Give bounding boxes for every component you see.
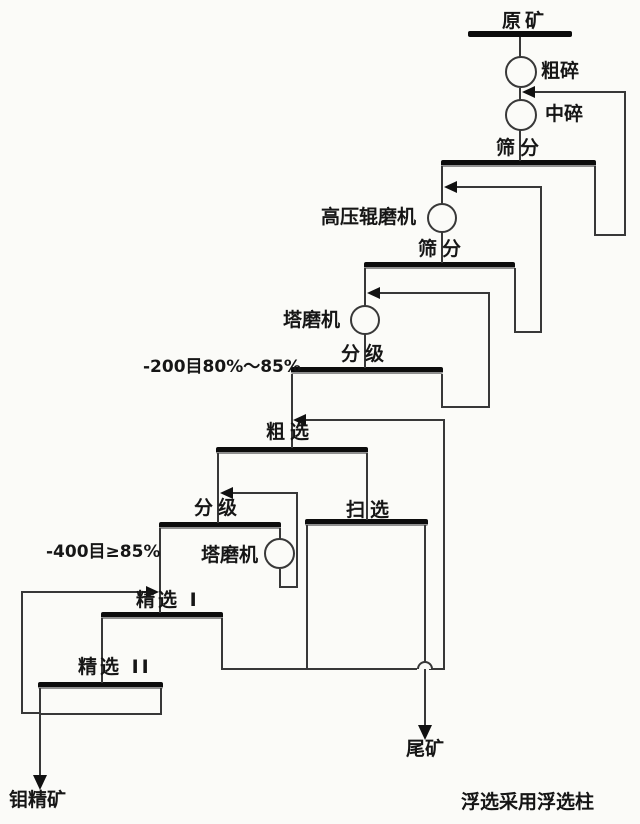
label-cleaning-1: 精选 I — [136, 589, 200, 611]
label-tower-mill-2: 塔磨机 — [201, 544, 259, 566]
arrowhead — [220, 487, 233, 499]
label-grind-fineness-2: -400目≥85% — [46, 542, 161, 562]
label-classification-1: 分级 — [341, 343, 390, 365]
label-medium-crushing: 中碎 — [545, 103, 584, 125]
recycle-line — [279, 586, 298, 588]
flow-line — [217, 453, 219, 523]
arrowhead — [444, 181, 457, 193]
collector-line — [221, 668, 417, 670]
cell-outline — [160, 688, 162, 715]
cell-outline — [39, 688, 41, 715]
flow-line — [279, 528, 281, 539]
label-cleaning-2: 精选 II — [78, 656, 152, 678]
flow-line — [291, 374, 293, 448]
cell-outline — [39, 713, 162, 715]
recycle-line — [21, 591, 147, 593]
flow-line — [221, 618, 223, 670]
hpgr-circle — [427, 203, 457, 233]
unit-bar-raw-ore-feed — [468, 31, 572, 37]
tailings-line — [424, 525, 426, 730]
label-coarse-crushing: 粗碎 — [541, 60, 580, 82]
recycle-line — [441, 406, 490, 408]
flow-line — [519, 37, 521, 57]
arrowhead — [33, 775, 47, 790]
flow-line — [519, 88, 521, 100]
unit-bar-screening-1 — [441, 160, 596, 167]
label-scavenging: 扫选 — [346, 499, 395, 521]
recycle-line — [226, 492, 298, 494]
flow-line — [364, 268, 366, 306]
recycle-line — [21, 591, 23, 714]
recycle-line — [299, 419, 445, 421]
label-grind-fineness-1: -200目80%～85% — [143, 357, 301, 377]
unit-bar-roughing — [216, 447, 368, 454]
flow-line — [101, 618, 103, 683]
flow-line — [441, 166, 443, 204]
medium-crusher-circle — [505, 99, 537, 131]
arrowhead — [367, 287, 380, 299]
recycle-line — [540, 186, 542, 333]
recycle-line — [441, 374, 443, 408]
label-moly-concentrate: 钼精矿 — [9, 789, 67, 811]
concentrate-line — [39, 713, 41, 778]
recycle-line — [514, 268, 516, 333]
recycle-line — [594, 234, 626, 236]
label-hpgr: 高压辊磨机 — [321, 206, 417, 228]
recycle-line — [488, 292, 490, 408]
arrowhead — [418, 725, 432, 740]
tower-mill-1-circle — [350, 305, 380, 335]
arrowhead — [293, 414, 306, 426]
flow-line — [306, 525, 308, 670]
coarse-crusher-circle — [505, 56, 537, 88]
flow-line — [366, 453, 368, 520]
recycle-line — [514, 331, 542, 333]
flotation-note: 浮选采用浮选柱 — [461, 791, 595, 813]
label-roughing: 粗选 — [266, 421, 315, 443]
label-screening-2: 筛分 — [418, 238, 467, 260]
unit-bar-cleaning-1 — [101, 612, 223, 619]
collector-line — [429, 668, 445, 670]
recycle-line — [450, 186, 542, 188]
arrowhead — [522, 86, 535, 98]
recycle-line — [373, 292, 490, 294]
recycle-line — [624, 91, 626, 236]
flow-line — [364, 334, 366, 368]
recycle-line — [296, 493, 298, 588]
unit-bar-screening-2 — [364, 262, 515, 269]
recycle-line — [526, 91, 626, 93]
arrowhead — [146, 586, 159, 598]
unit-bar-classification-1 — [291, 367, 443, 374]
label-raw-ore: 原矿 — [502, 10, 549, 32]
unit-bar-scavenging — [305, 519, 428, 526]
unit-bar-cleaning-2 — [38, 682, 163, 689]
label-classification-2: 分级 — [194, 497, 243, 519]
flow-line — [441, 232, 443, 263]
line-crossing-hop — [417, 661, 433, 669]
label-tower-mill-1: 塔磨机 — [283, 309, 341, 331]
flow-line — [159, 528, 161, 613]
recycle-line — [279, 569, 281, 588]
tower-mill-2-circle — [264, 538, 295, 569]
label-screening-1: 筛分 — [496, 137, 545, 159]
recycle-line — [594, 166, 596, 236]
recycle-line — [21, 712, 41, 714]
recycle-line — [443, 419, 445, 670]
unit-bar-classification-2 — [159, 522, 281, 529]
flow-line — [519, 130, 521, 161]
label-tailings: 尾矿 — [406, 738, 445, 760]
